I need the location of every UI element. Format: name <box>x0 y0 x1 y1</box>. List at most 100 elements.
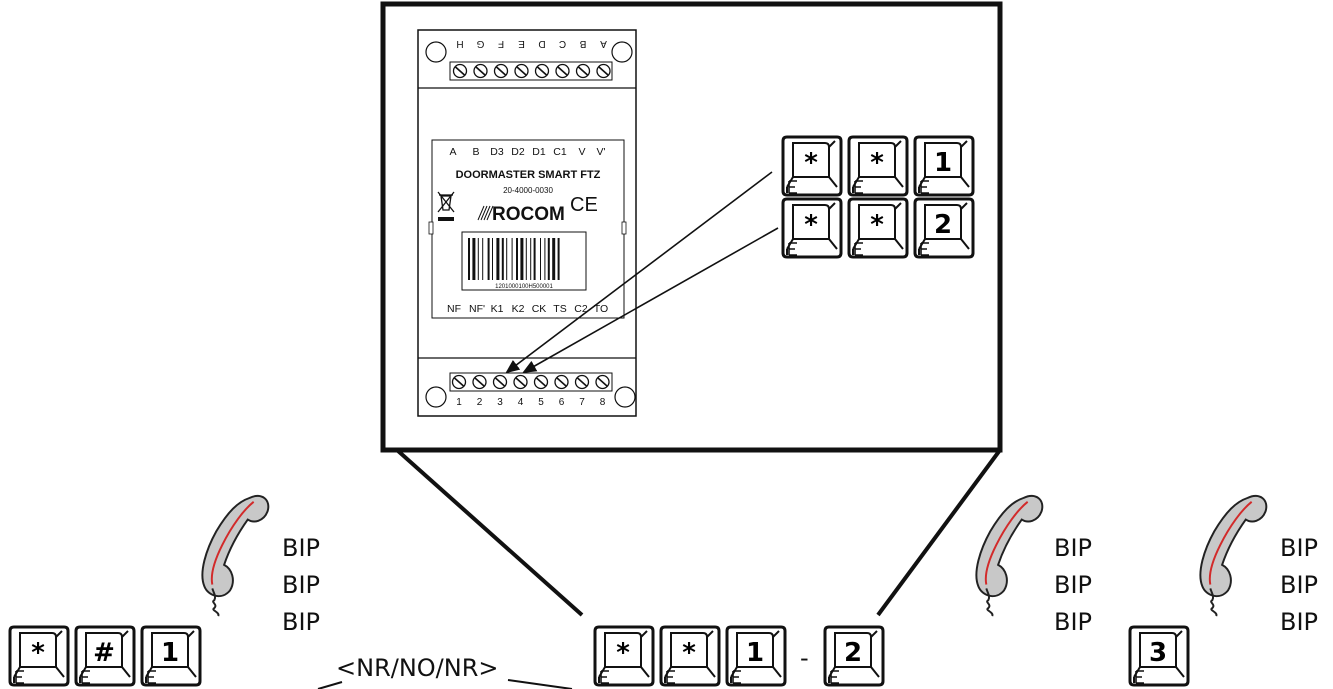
terminal-number: 2 <box>477 397 483 408</box>
bip-label: BIP <box>282 534 320 562</box>
terminal-number: 3 <box>497 397 503 408</box>
sequence-dash: - <box>800 644 809 672</box>
terminal-number: 1 <box>456 397 462 408</box>
key-label: 3 <box>1149 638 1167 668</box>
terminal-function-label: D1 <box>532 146 546 158</box>
keycap: * <box>781 197 843 259</box>
brand-hatch-icon <box>477 205 494 221</box>
terminal-function-label: C1 <box>553 146 567 158</box>
screw-terminal <box>574 374 590 390</box>
key-label: 2 <box>844 638 862 668</box>
key-label: # <box>93 638 115 668</box>
keycap: * <box>659 625 721 687</box>
step2-alt-key: 2 <box>823 625 885 687</box>
bottom-label-row: NF NF' K1 K2 CK TS C2 TO <box>447 303 608 315</box>
terminal-number: 6 <box>559 397 565 408</box>
screw-terminal <box>534 63 550 79</box>
terminal-letter: F <box>498 38 504 49</box>
terminal-letter: E <box>518 38 525 49</box>
screw-terminal <box>473 63 488 79</box>
screw-terminal <box>533 374 549 390</box>
key-label: * <box>616 638 630 668</box>
terminal-function-label: D2 <box>511 146 525 158</box>
bip-label: BIP <box>1280 571 1318 599</box>
screw-terminal <box>595 374 610 390</box>
handset-icon <box>1199 494 1268 618</box>
terminal-letter: G <box>476 38 484 49</box>
screw-terminal <box>452 63 468 79</box>
nr-no-nr-label: <NR/NO/NR> <box>336 654 499 682</box>
barcode-number: 1201000100H500001 <box>495 284 553 290</box>
brand-name: ROCOM <box>492 204 565 225</box>
terminal-function-label: NF <box>447 303 461 315</box>
terminal-function-label: TO <box>594 303 608 315</box>
screw-terminal <box>555 63 570 79</box>
keycap: * <box>781 135 843 197</box>
step1-key-group: * #1 <box>8 625 202 687</box>
bip-label: BIP <box>1280 534 1318 562</box>
terminal-function-label: K1 <box>491 303 504 315</box>
key-label: 1 <box>161 638 179 668</box>
key-label: * <box>804 148 818 178</box>
terminal-function-label: A <box>449 146 456 158</box>
terminal-function-label: V <box>578 146 585 158</box>
step3-key-group: 3 <box>1128 625 1190 687</box>
key-label: * <box>870 210 884 240</box>
key-label: * <box>870 148 884 178</box>
terminal-number: 5 <box>538 397 544 408</box>
keycap: 2 <box>913 197 975 259</box>
screw-terminal <box>513 374 528 390</box>
key-label: * <box>682 638 696 668</box>
bip-label: BIP <box>1054 534 1092 562</box>
terminal-function-label: D3 <box>490 146 504 158</box>
keycap: * <box>8 625 70 687</box>
brand-logo: ROCOM <box>477 204 565 225</box>
key-label: 1 <box>934 148 952 178</box>
terminal-letter: C <box>559 38 566 49</box>
screw-terminal <box>451 374 467 390</box>
barcode-icon <box>461 231 587 291</box>
screw-terminal <box>554 374 569 390</box>
bip-group-1: BIP BIP BIP <box>282 534 320 636</box>
key-label: * <box>804 210 818 240</box>
terminal-number: 8 <box>600 397 606 408</box>
bip-label: BIP <box>282 608 320 636</box>
keycap: 1 <box>725 625 787 687</box>
screw-terminal <box>493 63 509 79</box>
keycap: * <box>847 135 909 197</box>
screw-terminal <box>575 63 591 79</box>
terminal-letter: B <box>579 38 586 49</box>
keycap: # <box>74 625 136 687</box>
weee-bin-icon <box>437 191 455 221</box>
keycap: 1 <box>913 135 975 197</box>
keycap: * <box>593 625 655 687</box>
terminal-function-label: TS <box>553 303 566 315</box>
screw-terminal <box>492 374 508 390</box>
terminal-function-label: C2 <box>574 303 588 315</box>
keycap: 1 <box>140 625 202 687</box>
part-number: 20-4000-0030 <box>503 186 553 195</box>
screw-terminal <box>596 63 611 79</box>
bip-label: BIP <box>1054 571 1092 599</box>
terminal-letter: H <box>456 38 463 49</box>
nr-brace-left <box>317 681 343 689</box>
bip-group-2: BIP BIP BIP <box>1054 534 1092 636</box>
bip-label: BIP <box>282 571 320 599</box>
inset-key-group: * * 1 * * 2 <box>781 135 975 259</box>
terminal-function-label: K2 <box>512 303 525 315</box>
key-label: 2 <box>934 210 952 240</box>
arrow-to-terminal-3 <box>505 171 773 374</box>
terminal-function-label: NF' <box>469 303 485 315</box>
terminal-function-label: V' <box>596 146 605 158</box>
terminal-letter: D <box>538 38 545 49</box>
terminal-function-label: CK <box>532 303 547 315</box>
keycap: 3 <box>1128 625 1190 687</box>
terminal-number: 7 <box>579 397 585 408</box>
zoom-line-left <box>395 448 584 617</box>
bip-label: BIP <box>1054 608 1092 636</box>
